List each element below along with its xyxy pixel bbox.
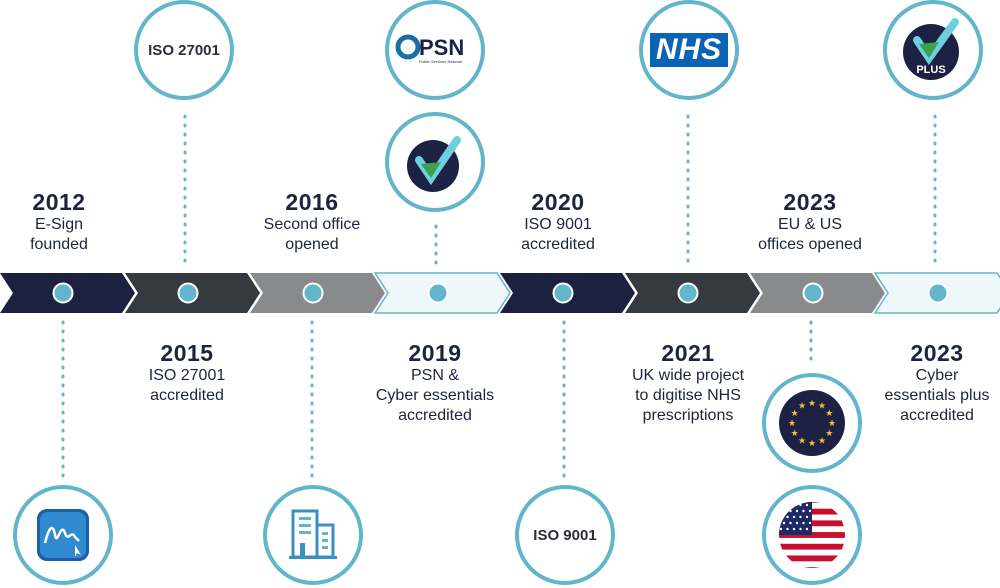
us-star <box>779 515 783 519</box>
milestone-desc: UK wide project to digitise NHS prescrip… <box>631 367 745 424</box>
us-star <box>786 527 789 531</box>
eu-flag-icon: ★★★★★★★★★★★★ <box>762 373 862 473</box>
cyber-essentials-plus-icon: PLUS <box>883 0 983 100</box>
psn-logo-icon: PSN Public Services Network <box>385 0 485 100</box>
milestone-label-2021: 2021 UK wide project to digitise NHS pre… <box>608 340 768 426</box>
milestone-label-2023-cyber: 2023 Cyber essentials plus accredited <box>857 340 1000 426</box>
nhs-logo-icon: NHS <box>639 0 739 100</box>
us-star <box>786 515 789 519</box>
timeline-dot <box>802 282 824 304</box>
milestone-label-2020: 2020 ISO 9001 accredited <box>478 189 638 255</box>
us-star <box>779 527 783 531</box>
milestone-year: 2023 <box>783 189 837 215</box>
milestone-desc: Second office opened <box>263 216 361 253</box>
milestone-desc: PSN & Cyber essentials accredited <box>375 367 495 424</box>
eu-flag-graphic: ★★★★★★★★★★★★ <box>779 390 845 456</box>
milestone-desc: EU & US offices opened <box>758 216 862 253</box>
milestone-desc: ISO 9001 accredited <box>521 216 595 253</box>
us-star <box>782 521 786 525</box>
us-stripe <box>779 502 845 503</box>
eu-star: ★ <box>791 409 799 419</box>
timeline-dot <box>302 282 324 304</box>
cyber-essentials-plus-graphic: PLUS <box>903 18 959 80</box>
office-building-icon <box>263 485 363 585</box>
milestone-label-2016: 2016 Second office opened <box>232 189 392 255</box>
esign-logo-graphic <box>37 509 89 561</box>
milestone-label-2012: 2012 E-Sign founded <box>0 189 139 255</box>
eu-star: ★ <box>808 439 816 449</box>
timeline-dot <box>177 282 199 304</box>
iso-27001-badge: ISO 27001 <box>134 0 234 100</box>
us-stripe <box>779 555 845 562</box>
us-star <box>786 503 789 507</box>
us-star <box>779 503 783 507</box>
eu-star: ★ <box>791 429 799 439</box>
cyber-essentials-graphic <box>407 136 461 192</box>
us-star <box>808 521 812 525</box>
eu-star: ★ <box>818 402 826 412</box>
eu-star: ★ <box>798 436 806 446</box>
iso-9001-badge: ISO 9001 <box>515 485 615 585</box>
us-star <box>802 509 805 513</box>
us-star <box>805 503 809 507</box>
milestone-desc: E-Sign founded <box>30 216 88 253</box>
us-star <box>805 527 809 531</box>
milestone-year: 2023 <box>910 340 964 366</box>
psn-logo-graphic: PSN Public Services Network <box>395 34 464 64</box>
milestone-label-2019: 2019 PSN & Cyber essentials accredited <box>355 340 515 426</box>
timeline-dot <box>677 282 699 304</box>
us-flag-icon <box>762 485 862 585</box>
us-star <box>789 521 792 525</box>
milestone-year: 2015 <box>160 340 214 366</box>
eu-star: ★ <box>788 419 796 429</box>
us-star <box>802 521 805 525</box>
building-graphic <box>289 509 337 559</box>
iso-27001-badge-text: ISO 27001 <box>148 41 220 59</box>
eu-star: ★ <box>828 419 836 429</box>
milestone-year: 2016 <box>285 189 339 215</box>
us-star <box>795 509 799 513</box>
timeline-dot <box>52 282 74 304</box>
us-star <box>792 503 796 507</box>
timeline-dot <box>427 282 449 304</box>
milestone-label-2023-offices: 2023 EU & US offices opened <box>730 189 890 255</box>
us-star <box>799 515 802 519</box>
us-star <box>799 527 802 531</box>
us-flag-graphic <box>779 502 845 568</box>
eu-star: ★ <box>825 409 833 419</box>
milestone-year: 2012 <box>32 189 86 215</box>
us-star <box>799 503 802 507</box>
milestone-label-2015: 2015 ISO 27001 accredited <box>107 340 267 406</box>
esign-logo-icon <box>13 485 113 585</box>
milestone-year: 2020 <box>531 189 585 215</box>
us-star <box>792 527 796 531</box>
timeline-dot <box>927 282 949 304</box>
iso-9001-badge-text: ISO 9001 <box>533 526 597 544</box>
cyber-essentials-icon <box>385 112 485 212</box>
milestone-desc: Cyber essentials plus accredited <box>884 367 990 424</box>
us-star <box>795 521 799 525</box>
timeline-dot <box>552 282 574 304</box>
eu-star: ★ <box>798 402 806 412</box>
eu-star: ★ <box>818 436 826 446</box>
eu-star: ★ <box>825 429 833 439</box>
us-star <box>782 509 786 513</box>
psn-logo-subtext: Public Services Network <box>419 59 462 64</box>
us-stripe <box>779 567 845 568</box>
us-star <box>792 515 796 519</box>
eu-star: ★ <box>808 399 816 409</box>
us-stripe <box>779 543 845 550</box>
us-star <box>805 515 809 519</box>
milestone-year: 2021 <box>661 340 715 366</box>
nhs-logo-text: NHS <box>649 33 729 67</box>
us-star <box>808 509 812 513</box>
plus-text: PLUS <box>916 64 945 76</box>
milestone-year: 2019 <box>408 340 462 366</box>
milestone-desc: ISO 27001 accredited <box>148 367 226 404</box>
psn-logo-text: PSN <box>419 35 464 60</box>
us-star <box>789 509 792 513</box>
